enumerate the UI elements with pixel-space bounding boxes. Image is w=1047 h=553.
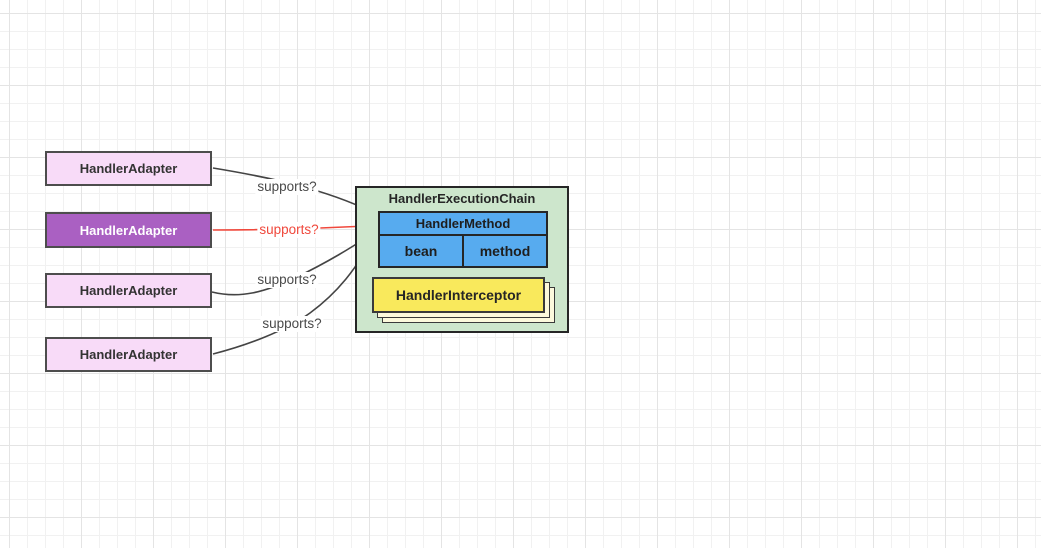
- handler-interceptor-stack: HandlerInterceptor: [372, 277, 557, 325]
- handler-method-fields-row: bean method: [380, 236, 546, 266]
- handler-adapter-node-1[interactable]: HandlerAdapter: [45, 151, 212, 186]
- handler-adapter-node-2-highlighted[interactable]: HandlerAdapter: [45, 212, 212, 248]
- handler-adapter-label: HandlerAdapter: [79, 222, 178, 238]
- canvas-edge-right: [1041, 0, 1047, 553]
- handler-method-field-method[interactable]: method: [479, 243, 531, 259]
- handler-interceptor-node[interactable]: HandlerInterceptor: [372, 277, 545, 313]
- handler-adapter-label: HandlerAdapter: [79, 347, 178, 362]
- handler-adapter-node-3[interactable]: HandlerAdapter: [45, 273, 212, 308]
- handler-interceptor-label: HandlerInterceptor: [395, 287, 522, 303]
- handler-adapter-label: HandlerAdapter: [79, 283, 178, 298]
- handler-adapter-label: HandlerAdapter: [79, 161, 178, 176]
- edge-label-supports-4[interactable]: supports?: [260, 316, 324, 332]
- edge-label-supports-3[interactable]: supports?: [255, 272, 319, 288]
- edge-label-supports-2[interactable]: supports?: [257, 222, 321, 238]
- handler-execution-chain-container[interactable]: HandlerExecutionChain HandlerMethod bean…: [355, 186, 569, 333]
- edge-supports-4[interactable]: [212, 246, 369, 355]
- handler-method-field-bean[interactable]: bean: [380, 236, 464, 266]
- handler-method-node[interactable]: HandlerMethod bean method: [378, 211, 548, 268]
- canvas-edge-bottom: [0, 548, 1047, 553]
- handler-execution-chain-title: HandlerExecutionChain: [388, 191, 536, 206]
- handler-method-title: HandlerMethod: [380, 213, 546, 236]
- edge-label-supports-1[interactable]: supports?: [255, 179, 319, 195]
- handler-adapter-node-4[interactable]: HandlerAdapter: [45, 337, 212, 372]
